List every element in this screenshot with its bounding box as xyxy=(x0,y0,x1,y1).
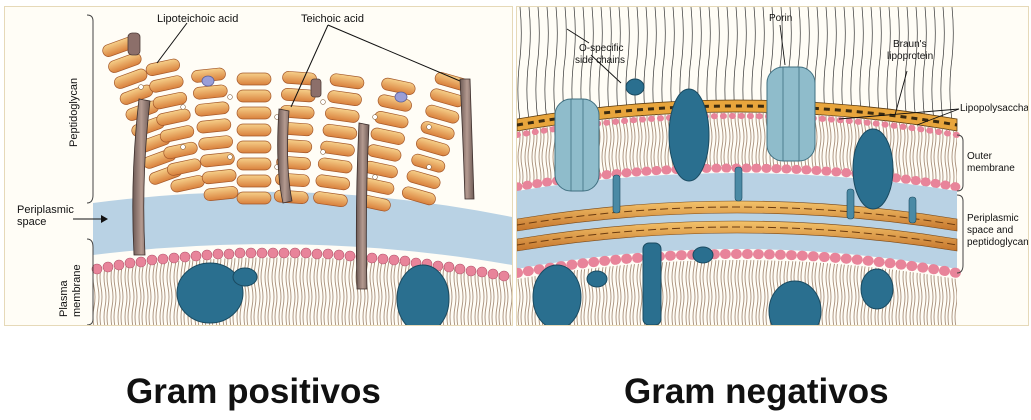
plasma-membrane-label-line2: membrane xyxy=(71,264,83,317)
periplasmic-label-line1: Periplasmic xyxy=(967,213,1019,224)
gram-negative-illustration: O-specific side chains Porin Braun's lip… xyxy=(517,7,1028,325)
gram-positive-caption: Gram positivos xyxy=(126,372,381,412)
lipopolysaccharide-label: Lipopolysaccharide xyxy=(960,103,1028,114)
peptidoglycan-label: Peptidoglycan xyxy=(68,78,80,147)
o-specific-label-line2: side chains xyxy=(575,55,625,66)
gram-positive-diagram: Lipoteichoic acid Teichoic acid Peptidog… xyxy=(4,6,513,326)
periplasmic-label-line2: space xyxy=(17,216,46,228)
teichoic-acid-label: Teichoic acid xyxy=(301,13,364,25)
o-specific-label-line1: O-specific xyxy=(579,43,623,54)
gram-negative-caption: Gram negativos xyxy=(624,372,889,412)
brauns-lipoprotein-label-line1: Braun's xyxy=(893,39,927,50)
gram-positive-illustration: Lipoteichoic acid Teichoic acid Peptidog… xyxy=(5,7,512,325)
outer-membrane-label-line1: Outer xyxy=(967,151,993,162)
brauns-lipoprotein-label-line2: lipoprotein xyxy=(887,51,933,62)
lipoteichoic-acid-label: Lipoteichoic acid xyxy=(157,13,238,25)
periplasmic-label-line3: peptidoglycan xyxy=(967,237,1028,248)
periplasmic-label-line2: space and xyxy=(967,225,1013,236)
gram-negative-diagram: O-specific side chains Porin Braun's lip… xyxy=(516,6,1029,326)
periplasmic-label-line1: Periplasmic xyxy=(17,204,74,216)
plasma-membrane-label-line1: Plasma xyxy=(58,279,70,317)
porin-label: Porin xyxy=(769,13,792,24)
outer-membrane-label-line2: membrane xyxy=(967,163,1015,174)
